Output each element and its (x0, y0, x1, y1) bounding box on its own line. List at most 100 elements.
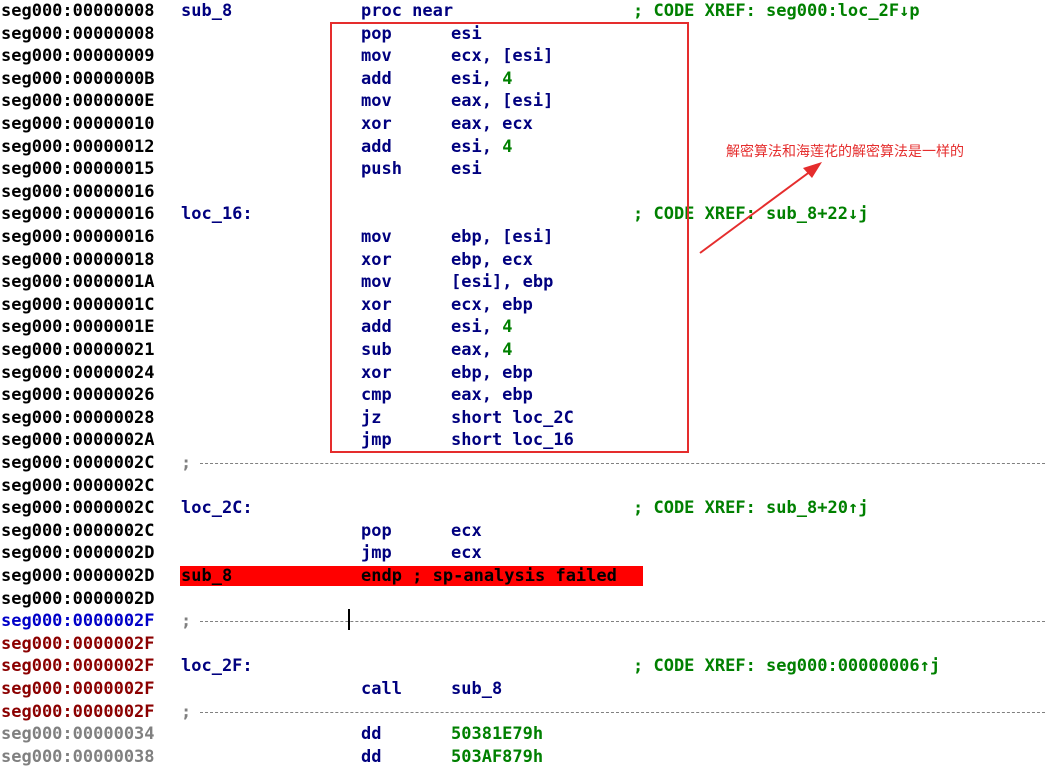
listing-row[interactable]: seg000:0000002F; (0, 701, 1053, 723)
mnemonic[interactable]: xor (361, 114, 392, 134)
listing-row[interactable]: seg000:00000016 loc_16: ; CODE XREF: sub_8… (0, 203, 1053, 225)
address[interactable]: seg000:0000002F (1, 679, 155, 699)
operands[interactable]: esi (451, 23, 482, 44)
address[interactable]: seg000:00000034 (1, 724, 155, 745)
operands[interactable]: eax, ecx (451, 114, 533, 134)
mnemonic[interactable]: add (361, 317, 392, 338)
address[interactable]: seg000:0000000E (1, 91, 155, 112)
operands[interactable]: ebp, ebp (451, 362, 533, 383)
address[interactable]: seg000:00000008 (1, 1, 155, 21)
address[interactable]: seg000:00000018 (1, 249, 155, 270)
listing-row[interactable]: seg000:00000018 xor ebp, ecx (0, 249, 1053, 271)
operands[interactable]: short loc_2C (451, 407, 574, 428)
listing-row[interactable]: seg000:0000001E add esi, 4 (0, 316, 1053, 338)
address[interactable]: seg000:0000002C (1, 453, 155, 473)
mnemonic[interactable]: xor (361, 249, 392, 270)
mnemonic[interactable]: add (361, 68, 392, 89)
address[interactable]: seg000:00000015 (1, 159, 155, 180)
address[interactable]: seg000:0000002F (1, 633, 155, 654)
mnemonic[interactable]: dd (361, 746, 382, 767)
listing-row[interactable]: seg000:0000002D sub_8 endp ; sp-analysis f… (0, 565, 1053, 587)
operands[interactable]: eax, ebp (451, 385, 533, 406)
listing-row[interactable]: seg000:00000016 (0, 181, 1053, 203)
mnemonic[interactable]: endp ; sp-analysis failed (361, 566, 617, 586)
operands[interactable]: ecx (451, 520, 482, 541)
code-label[interactable]: loc_2F: (181, 656, 253, 677)
mnemonic[interactable]: jz (361, 407, 382, 428)
operands[interactable]: sub_8 (451, 679, 503, 699)
address[interactable]: seg000:00000008 (1, 23, 155, 44)
operands[interactable]: ebp, ecx (451, 249, 533, 270)
code-label[interactable]: loc_16: (181, 204, 253, 225)
mnemonic[interactable]: jmp (361, 430, 392, 451)
address[interactable]: seg000:00000026 (1, 385, 155, 406)
address[interactable]: seg000:00000028 (1, 407, 155, 428)
mnemonic[interactable]: jmp (361, 543, 392, 564)
operands[interactable]: ebp, [esi] (451, 227, 554, 247)
mnemonic[interactable]: pop (361, 23, 392, 44)
listing-row[interactable]: seg000:00000038 dd 503AF879h (0, 746, 1053, 768)
operands[interactable]: esi (451, 159, 482, 180)
address[interactable]: seg000:00000024 (1, 362, 155, 383)
address[interactable]: seg000:00000021 (1, 340, 155, 360)
mnemonic[interactable]: xor (361, 362, 392, 383)
mnemonic[interactable]: proc near (361, 1, 454, 21)
listing-row[interactable]: seg000:0000002F (0, 633, 1053, 655)
address[interactable]: seg000:0000002D (1, 566, 155, 586)
listing-row[interactable]: seg000:00000028 jz short loc_2C (0, 407, 1053, 429)
mnemonic[interactable]: pop (361, 520, 392, 541)
mnemonic[interactable]: mov (361, 227, 392, 247)
mnemonic[interactable]: push (361, 159, 402, 180)
code-label[interactable]: loc_2C: (181, 498, 253, 519)
mnemonic[interactable]: mov (361, 272, 392, 293)
mnemonic[interactable]: mov (361, 46, 392, 67)
address[interactable]: seg000:0000002F (1, 656, 155, 677)
code-label[interactable]: sub_8 (181, 566, 233, 586)
address[interactable]: seg000:00000038 (1, 746, 155, 767)
listing-row[interactable]: seg000:0000002C (0, 475, 1053, 497)
listing-row[interactable]: seg000:0000002F; (0, 610, 1053, 632)
listing-row[interactable]: seg000:00000015 push esi (0, 158, 1053, 180)
address[interactable]: seg000:00000016 (1, 204, 155, 225)
xref-comment[interactable]: ; CODE XREF: seg000:loc_2F↓p (633, 1, 920, 21)
address[interactable]: seg000:0000001E (1, 317, 155, 338)
xref-comment[interactable]: ; CODE XREF: sub_8+20↑j (633, 498, 869, 519)
data-value[interactable]: 503AF879h (451, 746, 544, 767)
listing-row[interactable]: seg000:00000026 cmp eax, ebp (0, 384, 1053, 406)
address[interactable]: seg000:00000016 (1, 181, 155, 202)
data-value[interactable]: 50381E79h (451, 724, 544, 745)
xref-comment[interactable]: ; CODE XREF: sub_8+22↓j (633, 204, 869, 225)
mnemonic[interactable]: mov (361, 91, 392, 112)
code-label[interactable]: sub_8 (181, 1, 233, 21)
listing-row[interactable]: seg000:00000008 pop esi (0, 23, 1053, 45)
address[interactable]: seg000:00000012 (1, 136, 155, 157)
operands[interactable]: [esi], ebp (451, 272, 554, 293)
listing-row[interactable]: seg000:0000002D (0, 588, 1053, 610)
mnemonic[interactable]: cmp (361, 385, 392, 406)
address[interactable]: seg000:0000002A (1, 430, 155, 451)
operands[interactable]: esi, 4 (451, 317, 513, 338)
address[interactable]: seg000:0000002F (1, 611, 155, 632)
operands[interactable]: eax, 4 (451, 340, 513, 360)
operands[interactable]: esi, 4 (451, 68, 513, 89)
mnemonic[interactable]: add (361, 136, 392, 157)
address[interactable]: seg000:0000002D (1, 543, 155, 564)
listing-row[interactable]: seg000:0000002C; (0, 452, 1053, 474)
listing-row[interactable]: seg000:00000008 sub_8 proc near ; CODE XREF… (0, 0, 1053, 22)
address[interactable]: seg000:0000001C (1, 294, 155, 315)
